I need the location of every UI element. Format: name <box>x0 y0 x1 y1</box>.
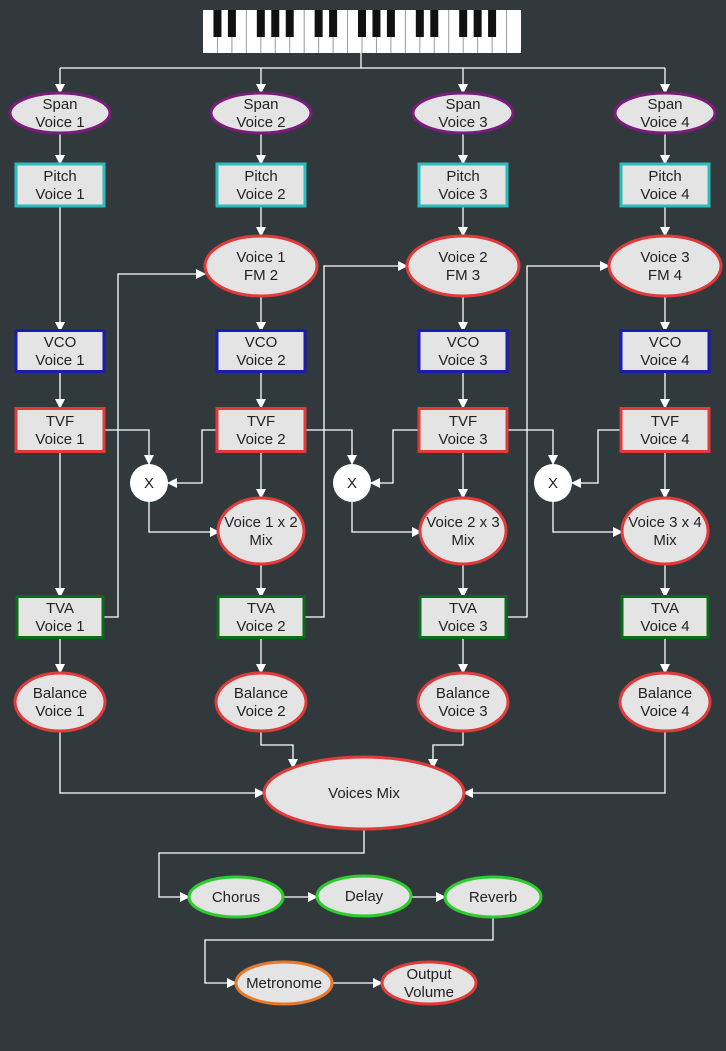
arrow-connector <box>59 731 265 798</box>
arrow-connector <box>508 429 558 465</box>
arrow-connector <box>351 502 422 537</box>
node-label: X <box>347 475 357 492</box>
arrow-connector <box>428 731 464 769</box>
node-label: Delay <box>345 888 384 905</box>
arrow-connector <box>305 261 408 618</box>
arrow-connector <box>204 917 494 988</box>
node-x3: X <box>534 464 572 502</box>
arrow-connector <box>370 429 418 488</box>
node-metronome: Metronome <box>234 960 334 1006</box>
node-reverb: Reverb <box>443 875 543 919</box>
node-label: X <box>548 475 558 492</box>
node-label: Metronome <box>246 975 322 992</box>
node-chorus: Chorus <box>187 875 285 919</box>
arrow-connector <box>305 429 357 465</box>
arrow-connector <box>571 429 621 488</box>
arrow-connector <box>104 429 154 465</box>
node-label: X <box>144 475 154 492</box>
arrow-connector <box>260 731 298 769</box>
arrow-connector <box>148 502 220 537</box>
node-x1: X <box>130 464 168 502</box>
node-label: Reverb <box>469 889 517 906</box>
node-delay: Delay <box>315 874 413 918</box>
arrow-connector <box>552 502 623 537</box>
arrow-connector <box>167 429 218 488</box>
node-label: Chorus <box>212 889 260 906</box>
node-x2: X <box>333 464 371 502</box>
arrow-connector <box>158 829 365 902</box>
keyboard-icon <box>203 10 521 53</box>
node-voicesmix: Voices Mix <box>262 755 466 831</box>
arrow-connector <box>463 731 666 798</box>
node-label: Voices Mix <box>328 785 400 802</box>
arrow-connector <box>508 261 610 618</box>
arrow-connector <box>104 269 206 618</box>
